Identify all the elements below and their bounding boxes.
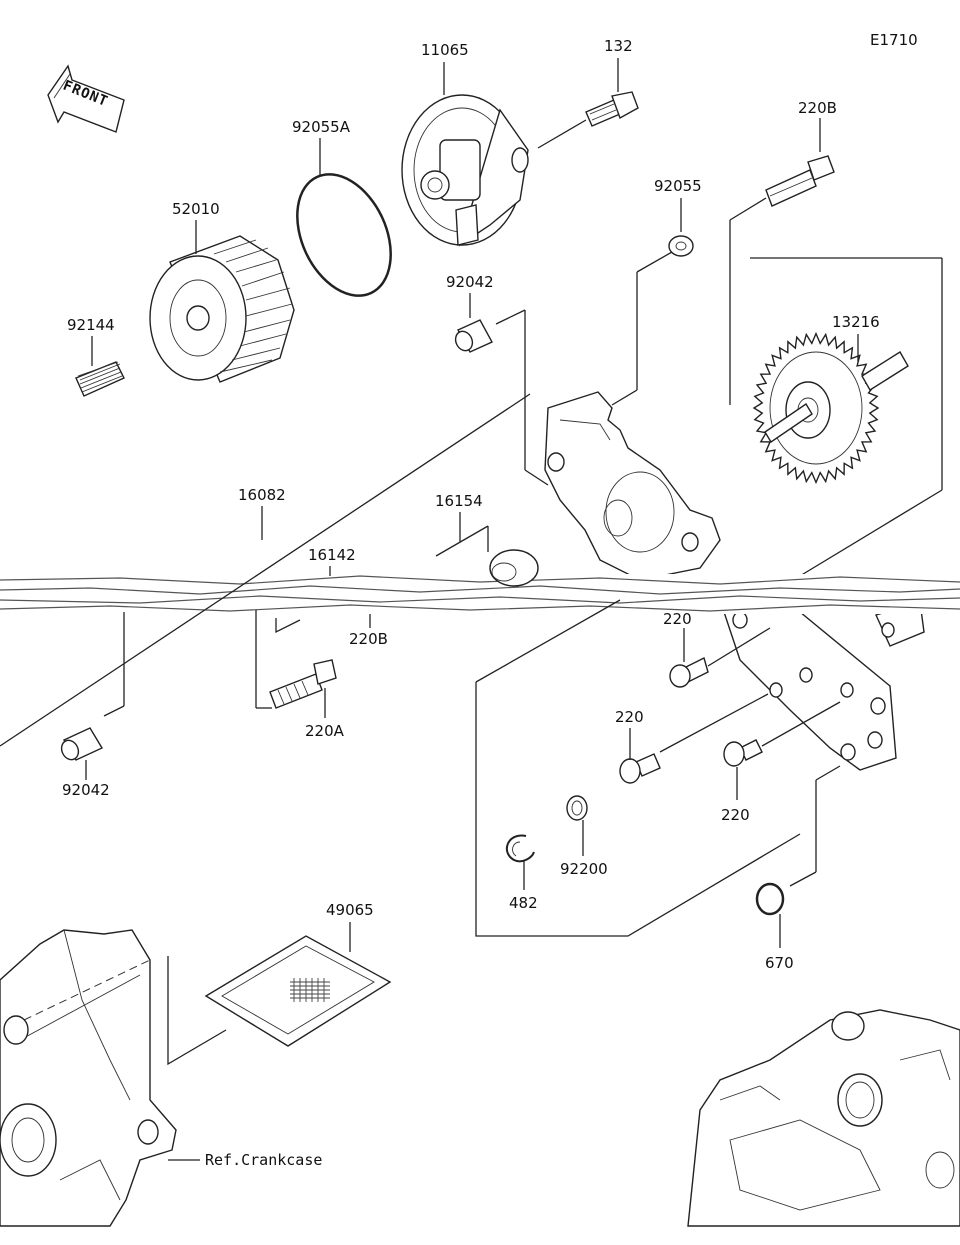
label-52010: 52010 (172, 200, 220, 218)
pump-cover-plate-part (718, 599, 897, 771)
bolt-220a-part (269, 659, 337, 709)
dowel-pin-92042-top-part (454, 319, 493, 353)
label-11065: 11065 (421, 41, 469, 59)
front-arrow-icon: FRONT (47, 64, 125, 133)
label-13216: 13216 (832, 313, 880, 331)
label-482: 482 (509, 894, 538, 912)
label-132: 132 (604, 37, 633, 55)
label-220a: 220A (305, 722, 345, 740)
circlip-482-part (505, 834, 535, 863)
label-92042-top: 92042 (446, 273, 494, 291)
label-92200: 92200 (560, 860, 608, 878)
strainer-bracket (167, 956, 227, 1066)
oil-filter-cover-part (401, 94, 529, 247)
label-16154: 16154 (435, 492, 483, 510)
label-220-right: 220 (721, 806, 750, 824)
o-ring-670-part (755, 882, 785, 916)
bolt-132-part (585, 91, 639, 127)
inner-rotor-16154-part (489, 549, 539, 587)
label-92042-bottom: 92042 (62, 781, 110, 799)
screw-220-left-part (619, 693, 769, 784)
screw-220-upper-part (669, 627, 771, 688)
oil-strainer-49065-part (204, 935, 392, 1047)
group-bracket-lower (475, 682, 801, 937)
washer-92200-part (566, 795, 588, 821)
label-92055: 92055 (654, 177, 702, 195)
relief-spring-92144-part (75, 361, 125, 397)
dowel-pin-92042-bottom-part (60, 727, 104, 761)
label-220-upper: 220 (663, 610, 692, 628)
label-92144: 92144 (67, 316, 115, 334)
label-92055a: 92055A (292, 118, 351, 136)
crankcase-right-part (687, 1009, 960, 1227)
label-670: 670 (765, 954, 794, 972)
diagram-code: E1710 (870, 31, 918, 49)
oil-pump-body-part (544, 391, 721, 581)
o-ring-92055a-part (296, 173, 392, 297)
label-220-left: 220 (615, 708, 644, 726)
ref-crankcase-label: Ref.Crankcase (205, 1151, 322, 1169)
label-49065: 49065 (326, 901, 374, 919)
crankcase-left-part (0, 929, 177, 1227)
bolt-220b-top-part (765, 155, 835, 207)
label-220b-mid: 220B (349, 630, 388, 648)
screw-220-right-part (723, 701, 841, 767)
label-16142: 16142 (308, 546, 356, 564)
oil-pump-gear-13216-part (752, 331, 909, 485)
label-220b-top: 220B (798, 99, 837, 117)
scan-noise-band (0, 574, 960, 614)
washer-92055-part (668, 235, 694, 257)
label-16082: 16082 (238, 486, 286, 504)
oil-filter-52010-part (149, 235, 295, 383)
